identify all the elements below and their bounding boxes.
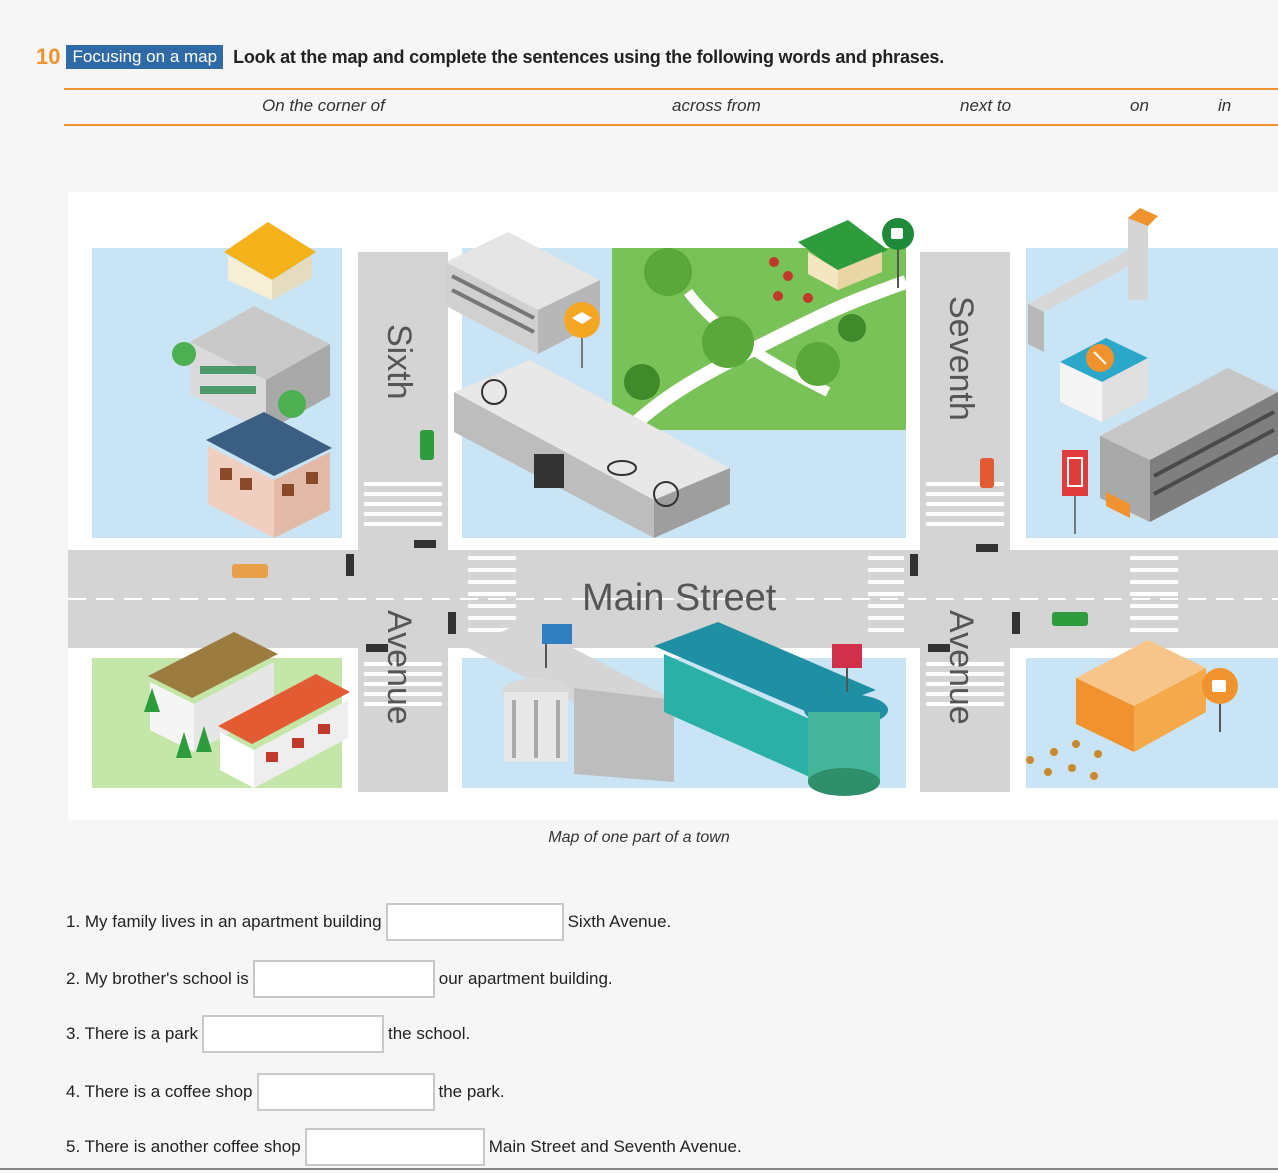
shopping-mall (654, 622, 888, 796)
orange-car (232, 564, 268, 578)
crosswalks (364, 482, 1178, 706)
tree (176, 732, 192, 758)
sentence-text-after: Main Street and Seventh Avenue. (488, 1137, 742, 1156)
answer-box-3[interactable] (201, 1015, 384, 1053)
park-cafe (769, 218, 914, 303)
answer-box-2[interactable] (252, 960, 435, 998)
word-bank-top-rule (64, 88, 1278, 90)
word-bank-item: next to (960, 96, 1012, 115)
sentence-text-after: Sixth Avenue. (567, 912, 672, 931)
hotel (1062, 368, 1278, 534)
word-bank-bottom-rule (64, 124, 1278, 126)
sixth-avenue-label: Avenue (380, 610, 418, 725)
house-blue-roof (206, 412, 332, 538)
sixth-label: Sixth (380, 324, 418, 400)
sentence-text-before: 2. My brother's school is (66, 969, 249, 988)
sentence-text-before: 1. My family lives in an apartment build… (66, 912, 382, 931)
green-car (1052, 612, 1088, 626)
library (468, 622, 674, 782)
exercise-badge: Focusing on a map (66, 45, 224, 69)
seventh-avenue-label: Avenue (942, 610, 980, 725)
sentence-text-before: 3. There is a park (66, 1024, 198, 1043)
exercise-header: 10 Focusing on a map Look at the map and… (36, 44, 944, 70)
sentence-5: 5. There is another coffee shop Main Str… (66, 1128, 742, 1166)
house-red-roof (218, 674, 350, 788)
tree (278, 390, 306, 418)
answer-box-4[interactable] (256, 1073, 435, 1111)
main-street-label: Main Street (582, 577, 777, 619)
word-bank-item: in (1218, 96, 1232, 115)
town-map: Sixth Avenue Seventh Avenue Main Street (68, 192, 1278, 820)
traffic-lights (346, 540, 1020, 652)
sentence-text-after: our apartment building. (438, 969, 613, 988)
tree (196, 726, 212, 752)
house-yellow-roof (224, 222, 316, 300)
school-building (446, 232, 600, 368)
answer-box-5[interactable] (304, 1128, 485, 1166)
green-car (420, 430, 434, 460)
tall-office-building (1028, 208, 1158, 352)
answer-box-1[interactable] (385, 903, 564, 941)
sentence-text-after: the park. (438, 1082, 505, 1101)
sentence-1: 1. My family lives in an apartment build… (66, 903, 671, 941)
sentence-text-before: 4. There is a coffee shop (66, 1082, 253, 1101)
sentence-text-after: the school. (387, 1024, 471, 1043)
tree (172, 342, 196, 366)
word-bank-item: On the corner of (262, 96, 385, 115)
red-car (980, 458, 994, 488)
sentence-text-before: 5. There is another coffee shop (66, 1137, 301, 1156)
coffee-shop (1026, 640, 1238, 780)
word-bank-item: on (1130, 96, 1149, 115)
exercise-instruction: Look at the map and complete the sentenc… (233, 46, 944, 67)
sentence-2: 2. My brother's school is our apartment … (66, 960, 613, 998)
sports-center (454, 360, 730, 538)
white-house-brown-roof (148, 632, 278, 752)
tree (144, 688, 160, 712)
sentence-4: 4. There is a coffee shop the park. (66, 1073, 505, 1111)
map-caption: Map of one part of a town (548, 829, 730, 846)
restaurant (1060, 338, 1148, 422)
page-bottom-rule (0, 1168, 1278, 1170)
word-bank-item: across from (672, 96, 761, 115)
sentence-3: 3. There is a park the school. (66, 1015, 470, 1053)
exercise-number: 10 (36, 44, 61, 69)
seventh-label: Seventh (942, 296, 980, 421)
